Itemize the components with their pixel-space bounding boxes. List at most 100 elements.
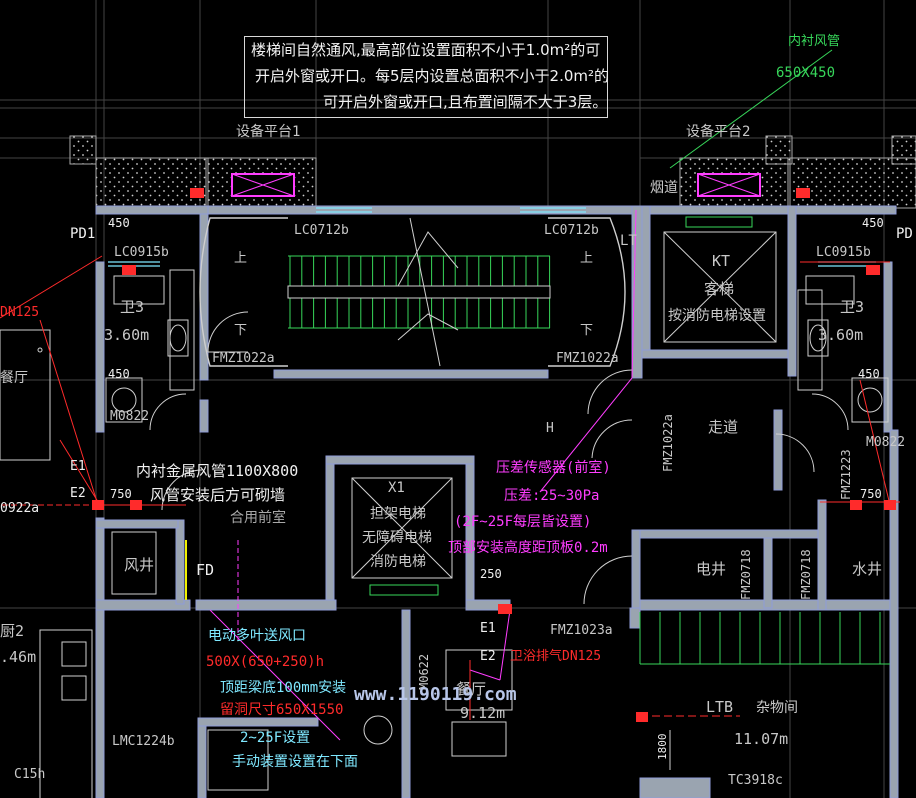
bottom-door: FMZ1023a <box>550 623 613 638</box>
equipment-tags <box>92 188 896 722</box>
equipment-platforms <box>69 135 916 209</box>
fixtures <box>0 269 889 798</box>
stair <box>199 217 626 367</box>
lining-duct-size: 650X450 <box>776 65 835 81</box>
platform-left: 设备平台1 <box>236 123 300 140</box>
left-e2: E2 <box>70 486 86 501</box>
fire-elevator-1: 担架电梯 <box>370 506 426 522</box>
right-dim-750: 750 <box>860 487 882 501</box>
left-area: 3.60m <box>104 326 149 344</box>
smoke-flue-label: 烟道 <box>650 180 678 196</box>
corridor-door: FMZ1022a <box>661 414 675 472</box>
bottom-e2: E2 <box>480 649 496 664</box>
stair-door-right: FMZ1022a <box>556 351 619 366</box>
stair-down1: 下 <box>234 323 247 338</box>
left-door: M0822 <box>110 409 149 424</box>
bottom-pipe: 卫浴排气DN125 <box>510 648 601 664</box>
bottom-e1: E1 <box>480 621 496 636</box>
right-pd: PD <box>896 226 913 242</box>
general-note-line-1: 楼梯间自然通风,最高部位设置面积不小于1.0m²的可 <box>251 41 601 59</box>
stair-up1: 上 <box>234 251 247 266</box>
bottom-dining: 餐厅 <box>456 680 486 698</box>
elevator-kt: KT <box>712 252 730 270</box>
plan-labels: 内衬风管 650X450 设备平台1 设备平台2 PD1 450 LC0915b… <box>0 33 913 788</box>
right-window: LC0915b <box>816 245 871 260</box>
bottom-storage-area: 11.07m <box>734 730 788 748</box>
left-dim-450b: 450 <box>108 367 130 381</box>
water-shaft-door: FMZ0718 <box>799 549 813 600</box>
left-window: LC0915b <box>114 245 169 260</box>
anteroom-fd: FD <box>196 561 214 579</box>
left-kitchen: 餐厅 <box>0 370 28 386</box>
left-dim-450: 450 <box>108 216 130 230</box>
right-door: M0822 <box>866 435 905 450</box>
fire-elevator-2: 无障碍电梯 <box>362 530 432 546</box>
stair-up2: 上 <box>580 251 593 266</box>
duct-note-2: 风管安装后方可砌墙 <box>150 486 285 504</box>
stair-window-right: LC0712b <box>544 223 599 238</box>
left-room: 卫3 <box>120 298 144 316</box>
pressure-2: 压差:25~30Pa <box>504 488 599 504</box>
dim-250: 250 <box>480 567 502 581</box>
elevator-shafts <box>351 216 777 596</box>
supply-note-2: 500X(650+250)h <box>206 654 324 670</box>
elec-shaft-door: FMZ0718 <box>739 549 753 600</box>
supply-note-3: 顶距梁底100mm安装 <box>220 680 346 696</box>
watermark: www.1190119.com <box>354 684 517 705</box>
facade-windows <box>108 207 876 267</box>
elevator-desc: 按消防电梯设置 <box>668 308 766 324</box>
supply-note-4: 留洞尺寸650X1550 <box>220 702 343 718</box>
stair-lt: LT <box>620 233 637 249</box>
stair-down2: 下 <box>580 323 593 338</box>
right-room: 卫3 <box>840 298 864 316</box>
left-pd: PD1 <box>70 226 95 242</box>
lining-duct-title: 内衬风管 <box>788 33 840 49</box>
ventilation-lines <box>0 49 900 770</box>
platform-right: 设备平台2 <box>686 123 750 140</box>
pressure-1: 压差传感器(前室) <box>496 459 611 476</box>
left-window2: LMC1224b <box>112 734 175 749</box>
bottom-tc: TC3918c <box>728 773 783 788</box>
anteroom-shaft: 风井 <box>124 556 154 574</box>
bottom-dim-1800: 1800 <box>656 734 669 761</box>
right-area: 3.60m <box>818 326 863 344</box>
anteroom-label: 合用前室 <box>230 509 286 526</box>
right-dim-450: 450 <box>862 216 884 230</box>
walls <box>95 205 899 798</box>
elec-shaft-label: 电井 <box>696 560 726 578</box>
corridor-h: H <box>546 421 554 436</box>
stair-door-left: FMZ1022a <box>212 351 275 366</box>
right-door2: FMZ1223 <box>839 449 853 500</box>
general-note-box: 楼梯间自然通风,最高部位设置面积不小于1.0m²的可 开启外窗或开口。每5层内设… <box>244 36 610 118</box>
fire-elevator-3: 消防电梯 <box>370 554 426 570</box>
left-tag: C15h <box>14 767 45 782</box>
left-dim-750: 750 <box>110 487 132 501</box>
left-area2: .46m <box>0 648 36 666</box>
left-pipe: DN125 <box>0 305 39 320</box>
bottom-storage: 杂物间 <box>756 700 798 716</box>
stair-window-left: LC0712b <box>294 223 349 238</box>
bottom-ltb: LTB <box>706 698 733 716</box>
pressure-3: (2F~25F每层皆设置) <box>454 514 591 530</box>
bottom-v-door: M0622 <box>417 654 431 690</box>
corridor-label: 走道 <box>708 418 738 436</box>
fire-elevator-x: X1 <box>388 480 405 496</box>
duct-note-1: 内衬金属风管1100X800 <box>136 462 298 480</box>
door-swings <box>149 311 849 605</box>
left-e1: E1 <box>70 459 86 474</box>
pressure-4: 顶部安装高度距顶板0.2m <box>448 539 608 556</box>
left-door-left: 0922a <box>0 501 39 516</box>
right-dim-450b: 450 <box>858 367 880 381</box>
elevator-name: 客梯 <box>704 280 734 298</box>
water-shaft-label: 水井 <box>852 560 882 578</box>
general-note-line-3: 可开启外窗或开口,且布置间隔不大于3层。 <box>323 93 608 111</box>
general-note-line-2: 开启外窗或开口。每5层内设置总面积不小于2.0m²的 <box>255 67 610 85</box>
left-kitchen2: 厨2 <box>0 622 24 640</box>
bottom-area: 9.12m <box>460 704 505 722</box>
supply-note-1: 电动多叶送风口 <box>208 627 306 644</box>
lower-stair <box>639 612 890 665</box>
supply-note-5: 2~25F设置 <box>240 730 310 746</box>
supply-note-6: 手动装置设置在下面 <box>232 754 358 770</box>
